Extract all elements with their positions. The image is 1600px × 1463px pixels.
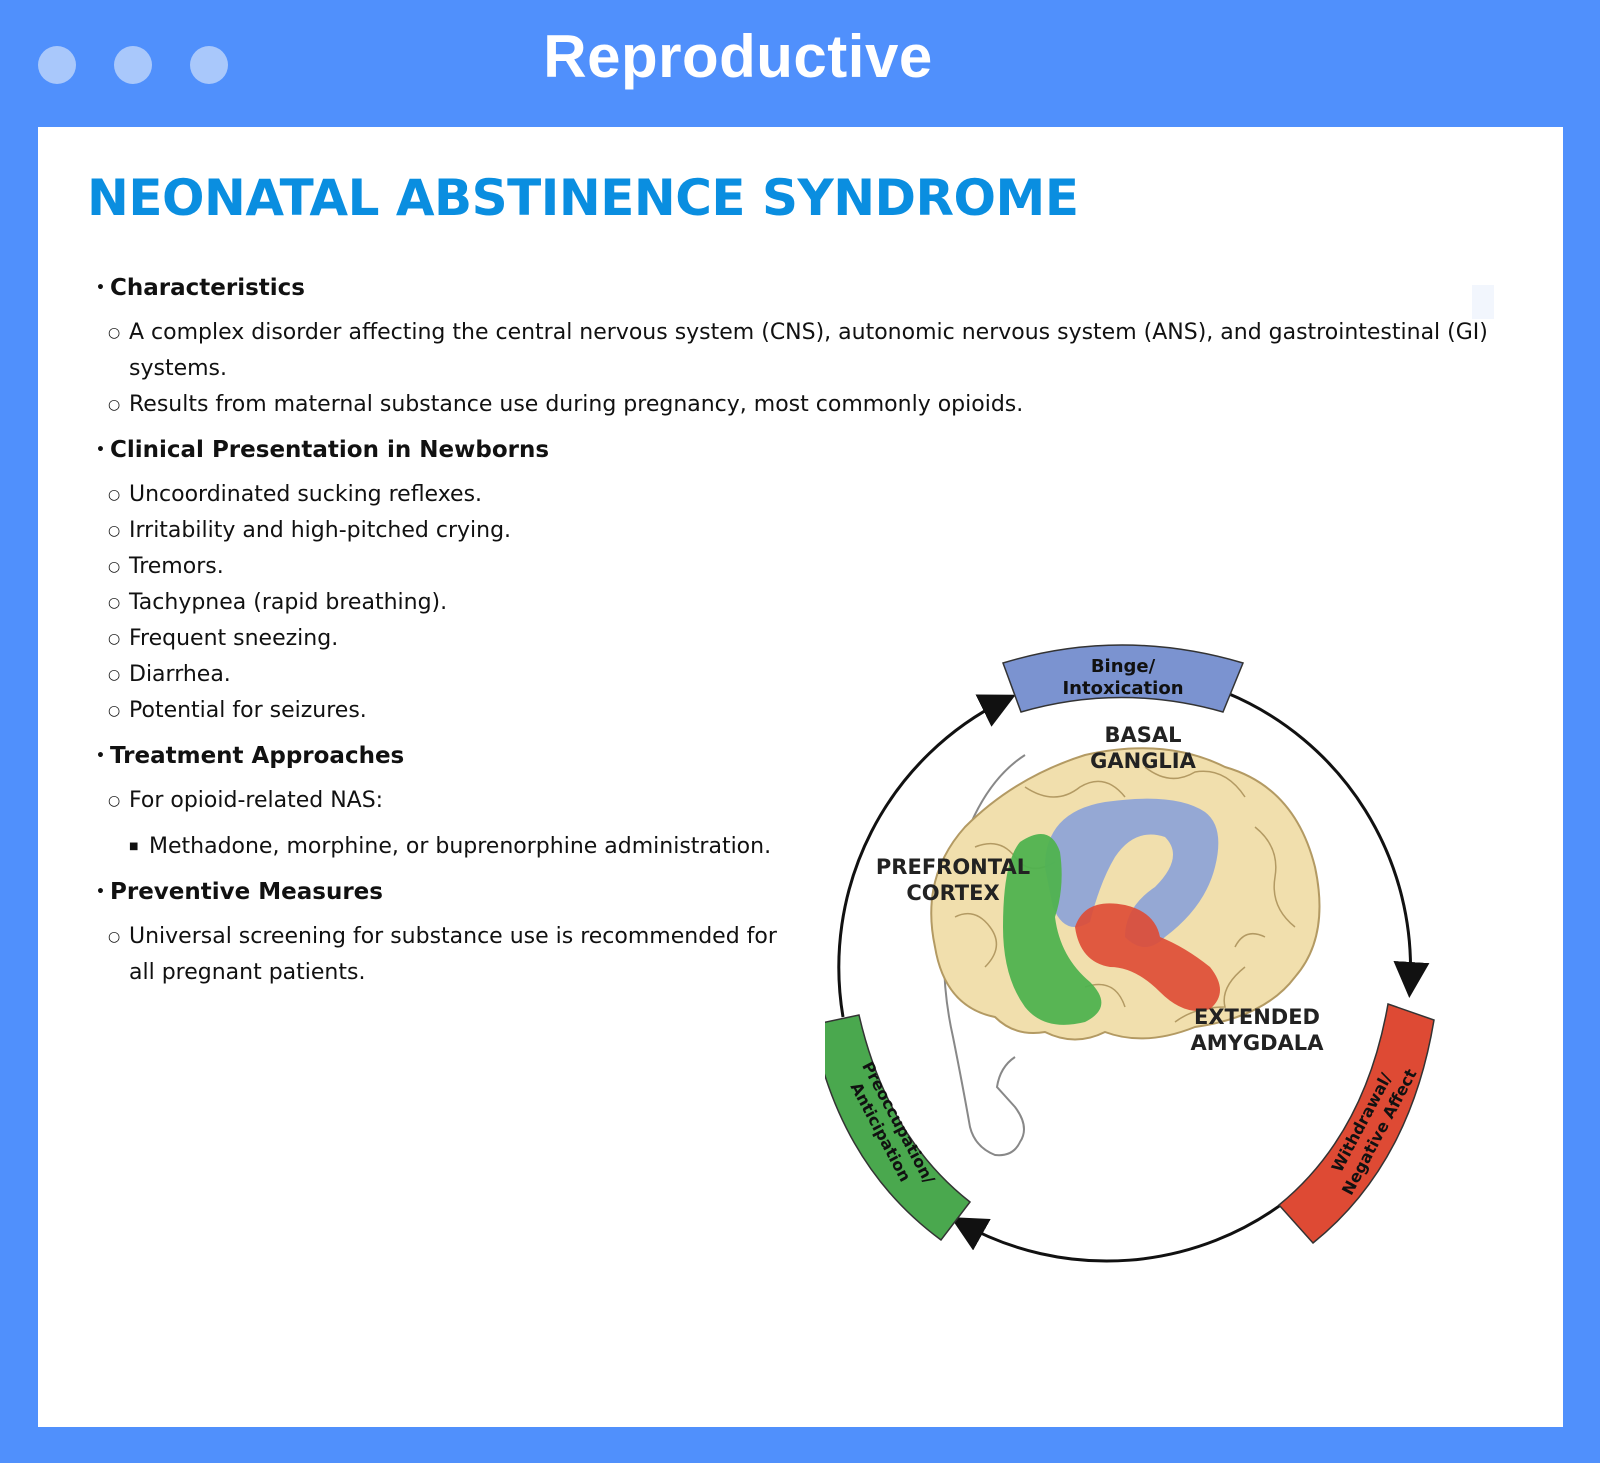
document-body: Characteristics A complex disorder affec…	[96, 271, 1536, 991]
prefrontal-cortex-region	[1003, 834, 1102, 1025]
extended-amygdala-region	[1075, 903, 1220, 1011]
section-heading-preventive: Preventive Measures	[96, 875, 1536, 909]
cycle-arrow	[950, 1196, 1291, 1263]
preoccupation-stage-box: Preoccupation/ Anticipation	[825, 1014, 972, 1242]
list-item: Frequent sneezing.	[96, 621, 1536, 657]
window-titlebar: Reproductive	[0, 0, 1600, 127]
list-item: Tachypnea (rapid breathing).	[96, 585, 1536, 621]
section-heading-characteristics: Characteristics	[96, 271, 1536, 305]
basal-ganglia-label-line1: BASAL	[1104, 723, 1181, 747]
list-item: Tremors.	[96, 549, 1536, 585]
binge-stage-box: Binge/ Intoxication	[1002, 644, 1245, 713]
list-item: A complex disorder affecting the central…	[96, 315, 1536, 387]
basal-ganglia-label-line2: GANGLIA	[1090, 749, 1196, 773]
cycle-arrow	[1226, 691, 1430, 998]
window-maximize-dot[interactable]	[190, 46, 228, 84]
prefrontal-cortex-label-line2: CORTEX	[906, 881, 999, 905]
list-item: Uncoordinated sucking reflexes.	[96, 477, 1536, 513]
list-item: Potential for seizures.	[96, 693, 1536, 729]
window-minimize-dot[interactable]	[114, 46, 152, 84]
section-heading-treatment: Treatment Approaches	[96, 739, 1536, 773]
nested-list-item: Methadone, morphine, or buprenorphine ad…	[96, 829, 1536, 865]
list-item: Diarrhea.	[96, 657, 1536, 693]
cycle-arrow	[837, 694, 1016, 1018]
list-item: For opioid-related NAS:	[96, 783, 1536, 819]
content-panel: NEONATAL ABSTINENCE SYNDROME Characteris…	[38, 127, 1563, 1427]
extended-amygdala-label-line2: AMYGDALA	[1191, 1031, 1325, 1055]
binge-label-line1: Binge/	[1091, 656, 1156, 677]
section-heading-clinical-presentation: Clinical Presentation in Newborns	[96, 433, 1536, 467]
prefrontal-cortex-label-line1: PREFRONTAL	[876, 855, 1030, 879]
window-close-dot[interactable]	[38, 46, 76, 84]
brain-folds	[954, 766, 1296, 1023]
list-item: Universal screening for substance use is…	[96, 919, 789, 991]
window-title: Reproductive	[543, 23, 933, 90]
list-item: Irritability and high-pitched crying.	[96, 513, 1536, 549]
list-item: Results from maternal substance use duri…	[96, 387, 1536, 423]
addiction-cycle-diagram: Binge/ Intoxication Withdrawal/ Negative…	[825, 644, 1435, 1263]
page-title: NEONATAL ABSTINENCE SYNDROME	[87, 169, 1079, 227]
binge-label-line2: Intoxication	[1062, 678, 1183, 699]
extended-amygdala-label-line1: EXTENDED	[1194, 1005, 1320, 1029]
